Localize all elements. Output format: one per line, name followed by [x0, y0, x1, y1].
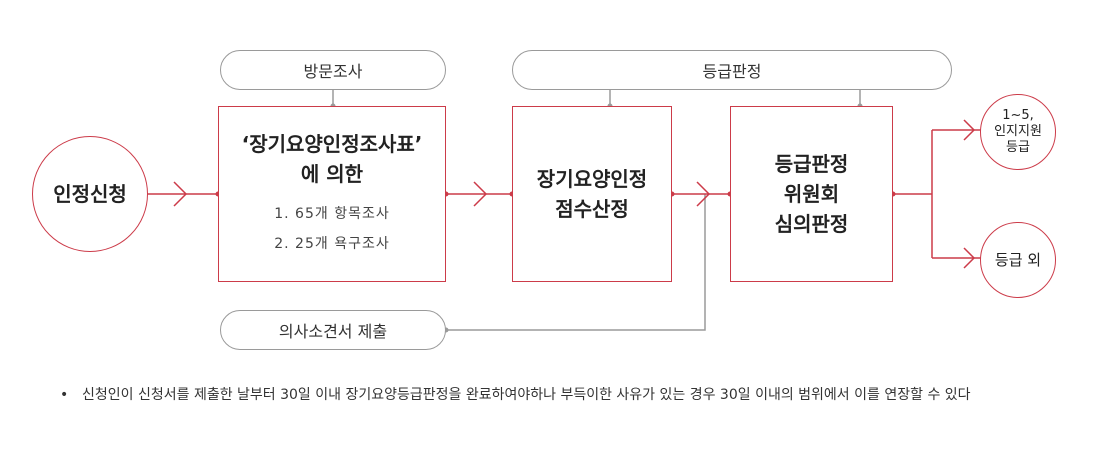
grade-decision-pill: 등급판정 [512, 50, 952, 90]
committee-box: 등급판정 위원회 심의판정 [730, 106, 893, 282]
survey-title: ‘장기요양인정조사표’ [241, 132, 423, 156]
outcome-other-label: 등급 외 [994, 251, 1042, 269]
survey-box: ‘장기요양인정조사표’ 에 의한 1. 65개 항목조사 2. 25개 욕구조사 [218, 106, 446, 282]
outcome-grade-line: 1~5, [1002, 108, 1034, 123]
outcome-other-circle: 등급 외 [980, 222, 1056, 298]
doctor-opinion-pill: 의사소견서 제출 [220, 310, 446, 350]
outcome-grade-line: 등급 [1006, 140, 1030, 155]
footnote: • 신청인이 신청서를 제출한 날부터 30일 이내 장기요양등급판정을 완료하… [60, 384, 1082, 406]
visit-survey-pill: 방문조사 [220, 50, 446, 90]
outcome-grade-circle: 1~5, 인지지원 등급 [980, 94, 1056, 170]
survey-item: 1. 65개 항목조사 [274, 206, 390, 222]
committee-line: 위원회 [783, 182, 840, 206]
score-box: 장기요양인정 점수산정 [512, 106, 672, 282]
footnote-bullet: • [60, 387, 69, 403]
survey-subtitle: 에 의한 [300, 162, 364, 186]
survey-item: 2. 25개 욕구조사 [274, 236, 390, 252]
start-label: 인정신청 [53, 182, 127, 206]
committee-line: 심의판정 [774, 212, 849, 236]
committee-line: 등급판정 [774, 152, 849, 176]
footnote-text: 신청인이 신청서를 제출한 날부터 30일 이내 장기요양등급판정을 완료하여야… [82, 387, 971, 403]
score-line: 점수산정 [555, 197, 629, 221]
outcome-grade-line: 인지지원 [994, 124, 1042, 139]
survey-items: 1. 65개 항목조사 2. 25개 욕구조사 [274, 199, 389, 259]
score-line: 장기요양인정 [536, 167, 648, 191]
start-application-circle: 인정신청 [32, 136, 148, 252]
